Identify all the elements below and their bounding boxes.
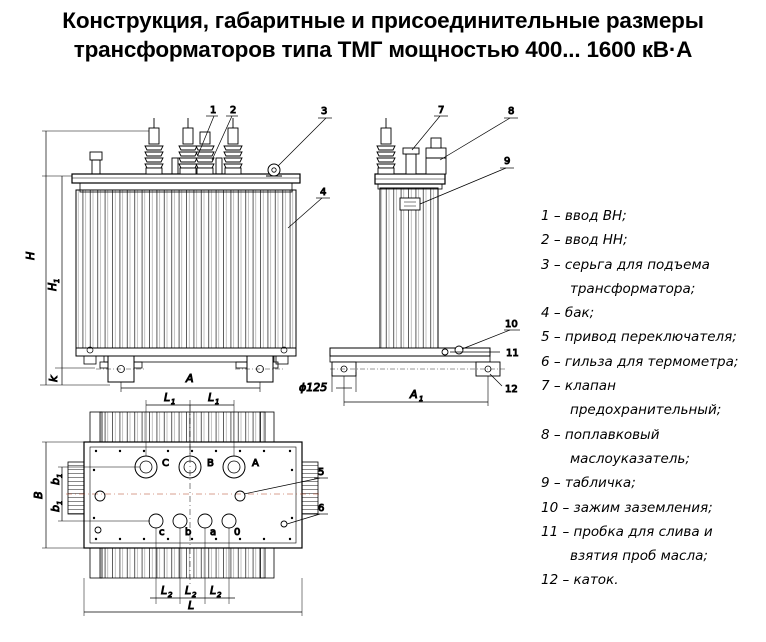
phase-lv-a: a	[210, 527, 216, 538]
legend-item: 3 – серьга для подъема	[541, 256, 710, 273]
phase-hv-C: C	[162, 458, 169, 469]
callout-7: 7	[438, 105, 444, 116]
phase-hv-B: B	[207, 458, 214, 469]
legend-item: взятия проб масла;	[570, 548, 708, 565]
legend-item: 1 – ввод ВН;	[541, 208, 627, 224]
callout-12: 12	[505, 384, 518, 395]
dim-L2b: L	[185, 584, 191, 597]
dim-L2b-sub: 2	[192, 591, 197, 599]
dim-d125: ϕ125	[299, 381, 327, 394]
phase-hv-A: A	[252, 458, 259, 469]
callout-4: 4	[320, 187, 326, 198]
dim-L1a: L	[164, 391, 170, 404]
dim-L2a-sub: 2	[168, 591, 173, 599]
legend-item: 8 – поплавковый	[541, 426, 660, 443]
legend-item: 6 – гильза для термометра;	[541, 353, 739, 370]
title-line-1: Конструкция, габаритные и присоединитель…	[62, 8, 704, 33]
dim-L1a-sub: 1	[171, 398, 175, 406]
dim-L1b-sub: 1	[215, 398, 219, 406]
legend-item: 2 – ввод НН;	[541, 232, 628, 249]
legend-item: предохранительный;	[570, 402, 722, 419]
phase-lv-c: c	[159, 527, 165, 538]
callout-6: 6	[318, 503, 324, 514]
legend-item: 4 – бак;	[541, 305, 595, 322]
page-title: Конструкция, габаритные и присоединитель…	[0, 6, 766, 64]
phase-lv-0: 0	[234, 527, 240, 538]
legend-item: 7 – клапан	[541, 378, 616, 395]
dim-A1-sub: 1	[419, 395, 423, 403]
top-view: C B A c b a 0 5 6	[32, 391, 328, 616]
dim-b1a-sub: 1	[56, 474, 64, 478]
dim-L1b: L	[208, 391, 214, 404]
dim-B: B	[32, 491, 45, 499]
legend-list: 1 – ввод ВН; 2 – ввод НН; 3 – серьга для п…	[541, 204, 763, 593]
dim-H: H	[24, 252, 37, 260]
legend-item: 5 – привод переключателя;	[541, 329, 737, 346]
side-view: 7 8 9 10 11 12 ϕ125 A 1	[299, 105, 520, 406]
callout-1: 1	[210, 105, 216, 116]
dim-b1a: b	[49, 478, 62, 485]
callout-3: 3	[321, 106, 327, 117]
dim-b1b-sub: 1	[56, 501, 64, 505]
phase-lv-b: b	[185, 527, 191, 538]
legend-item: маслоуказатель;	[570, 450, 690, 467]
legend-item: 11 – пробка для слива и	[541, 523, 713, 540]
legend-item: 9 – табличка;	[541, 475, 636, 492]
dim-k: k	[47, 375, 60, 382]
callout-9: 9	[504, 156, 510, 167]
legend-item: 12 – каток.	[541, 572, 619, 589]
legend-item: трансформатора;	[570, 280, 696, 297]
front-view: H H 1 k	[24, 105, 332, 392]
legend-item: 10 – зажим заземления;	[541, 499, 713, 516]
title-line-2: трансформаторов типа ТМГ мощностью 400..…	[73, 37, 693, 62]
dim-b1b: b	[49, 505, 62, 512]
callout-5: 5	[318, 467, 324, 478]
callout-8: 8	[508, 106, 514, 117]
dim-L2c: L	[210, 584, 216, 597]
callout-10: 10	[505, 319, 518, 330]
dim-A: A	[185, 372, 194, 385]
callout-2: 2	[230, 105, 236, 116]
dim-L2c-sub: 2	[217, 591, 222, 599]
callout-11: 11	[506, 348, 519, 359]
dim-L2a: L	[161, 584, 167, 597]
dim-H1: H	[46, 283, 59, 291]
dim-A1: A	[409, 388, 418, 401]
dim-L: L	[188, 599, 194, 612]
dim-H1-sub: 1	[53, 279, 61, 283]
